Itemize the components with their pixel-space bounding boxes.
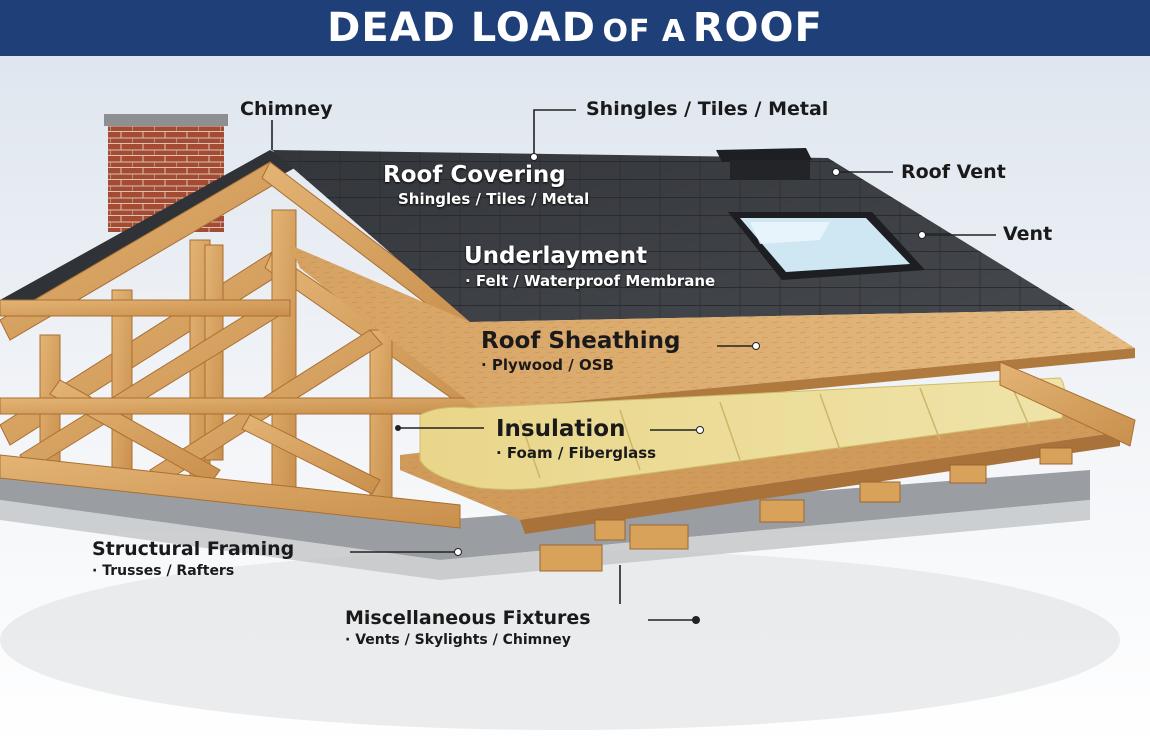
title-banner	[0, 0, 1150, 56]
roof-illustration	[0, 56, 1150, 750]
label-structural-framing-sub: · Trusses / Rafters	[92, 563, 235, 579]
page-title: DEAD LOAD OF A ROOF	[0, 0, 1150, 56]
truss-framing	[0, 161, 496, 529]
title-main: DEAD LOAD	[327, 5, 596, 51]
ground-shadow	[0, 550, 1120, 730]
fascia-board	[999, 361, 1136, 447]
skylight-illustration	[728, 212, 925, 280]
leader-dot-insulation	[395, 425, 401, 431]
label-shingles-tiles-metal: Shingles / Tiles / Metal	[586, 98, 829, 120]
label-roof-sheathing-sub: · Plywood / OSB	[481, 356, 614, 374]
leader-dot-misc	[692, 616, 700, 624]
title-connector: OF A	[602, 14, 687, 49]
label-roof-covering: Roof Covering	[383, 162, 566, 188]
leader-lines	[271, 109, 996, 621]
insulation-layer	[419, 377, 1066, 490]
roof-vent-illustration	[716, 148, 812, 180]
label-misc-fixtures: Miscellaneous Fixtures	[345, 607, 591, 629]
label-vent: Vent	[1003, 223, 1053, 245]
label-misc-fixtures-sub: · Vents / Skylights / Chimney	[345, 632, 571, 648]
title-end: ROOF	[692, 5, 823, 51]
label-roof-sheathing: Roof Sheathing	[481, 328, 681, 354]
label-underlayment-sub: · Felt / Waterproof Membrane	[465, 272, 716, 290]
label-underlayment: Underlayment	[464, 243, 648, 269]
label-insulation: Insulation	[496, 416, 626, 442]
roof-covering-layer	[272, 150, 1075, 322]
label-insulation-sub: · Foam / Fiberglass	[496, 444, 657, 462]
joist-ends	[539, 447, 1073, 572]
label-chimney: Chimney	[240, 98, 333, 120]
label-structural-framing: Structural Framing	[92, 538, 295, 560]
label-roof-covering-sub: Shingles / Tiles / Metal	[398, 190, 590, 208]
label-roof-vent: Roof Vent	[901, 161, 1006, 183]
leader-dots	[454, 153, 926, 556]
